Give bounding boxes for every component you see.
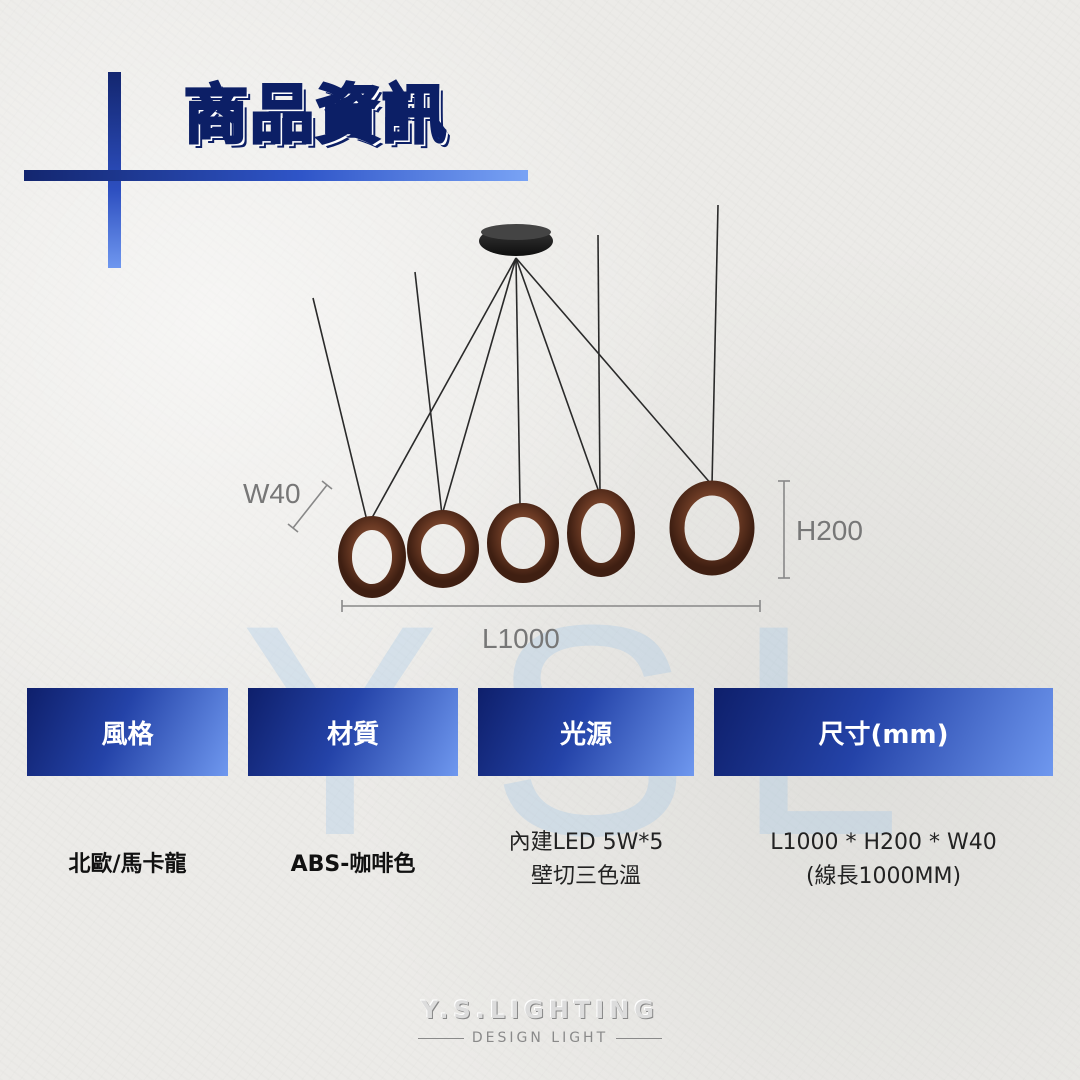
dimension-lines bbox=[287, 480, 790, 612]
section-title: 商品資訊 bbox=[183, 78, 448, 155]
title-accent-horizontal bbox=[24, 170, 528, 181]
product-image bbox=[287, 204, 790, 612]
brand-rule-right bbox=[616, 1037, 663, 1039]
spec-header-light-source-label: 光源 bbox=[559, 719, 612, 750]
ring-light-5 bbox=[669, 480, 755, 576]
spec-header-style-label: 風格 bbox=[101, 719, 154, 750]
brand-tagline-row: DESIGN LIGHT bbox=[0, 1030, 1080, 1046]
spec-header-light-source: 光源 bbox=[478, 688, 694, 776]
spec-header-size-label: 尺寸(mm) bbox=[818, 719, 949, 750]
ring-light-4 bbox=[567, 489, 635, 577]
width-dimension-label: W40 bbox=[243, 478, 301, 509]
length-dimension-label: L1000 bbox=[482, 623, 560, 654]
suspension-wires bbox=[312, 204, 719, 526]
ceiling-canopy bbox=[479, 224, 553, 256]
ring-light-2 bbox=[407, 510, 479, 588]
brand-tagline: DESIGN LIGHT bbox=[471, 1030, 609, 1046]
spec-value-light-source: 內建LED 5W*5 壁切三色溫 bbox=[478, 826, 694, 894]
height-dimension-label: H200 bbox=[796, 515, 863, 546]
spec-value-light-source-line2: 壁切三色溫 bbox=[530, 864, 641, 889]
brand-name: Y.S.LIGHTING bbox=[420, 996, 660, 1024]
spec-value-style: 北歐/馬卡龍 bbox=[68, 852, 187, 877]
spec-header-style: 風格 bbox=[27, 688, 228, 776]
spec-value-size-line1: L1000 * H200 * W40 bbox=[770, 830, 997, 855]
spec-header-size: 尺寸(mm) bbox=[714, 688, 1053, 776]
ring-light-3 bbox=[487, 503, 559, 583]
spec-header-material-label: 材質 bbox=[326, 719, 379, 750]
spec-value-size: L1000 * H200 * W40 (線長1000MM) bbox=[714, 826, 1053, 894]
spec-value-material: ABS-咖啡色 bbox=[290, 852, 416, 877]
spec-value-light-source-line1: 內建LED 5W*5 bbox=[508, 830, 664, 855]
spec-value-size-line2: (線長1000MM) bbox=[805, 864, 962, 889]
brand-rule-left bbox=[417, 1037, 464, 1039]
ring-light-1 bbox=[338, 516, 406, 598]
ring-lights bbox=[338, 480, 755, 598]
spec-header-material: 材質 bbox=[248, 688, 458, 776]
brand-logo: Y.S.LIGHTING DESIGN LIGHT bbox=[0, 996, 1080, 1046]
